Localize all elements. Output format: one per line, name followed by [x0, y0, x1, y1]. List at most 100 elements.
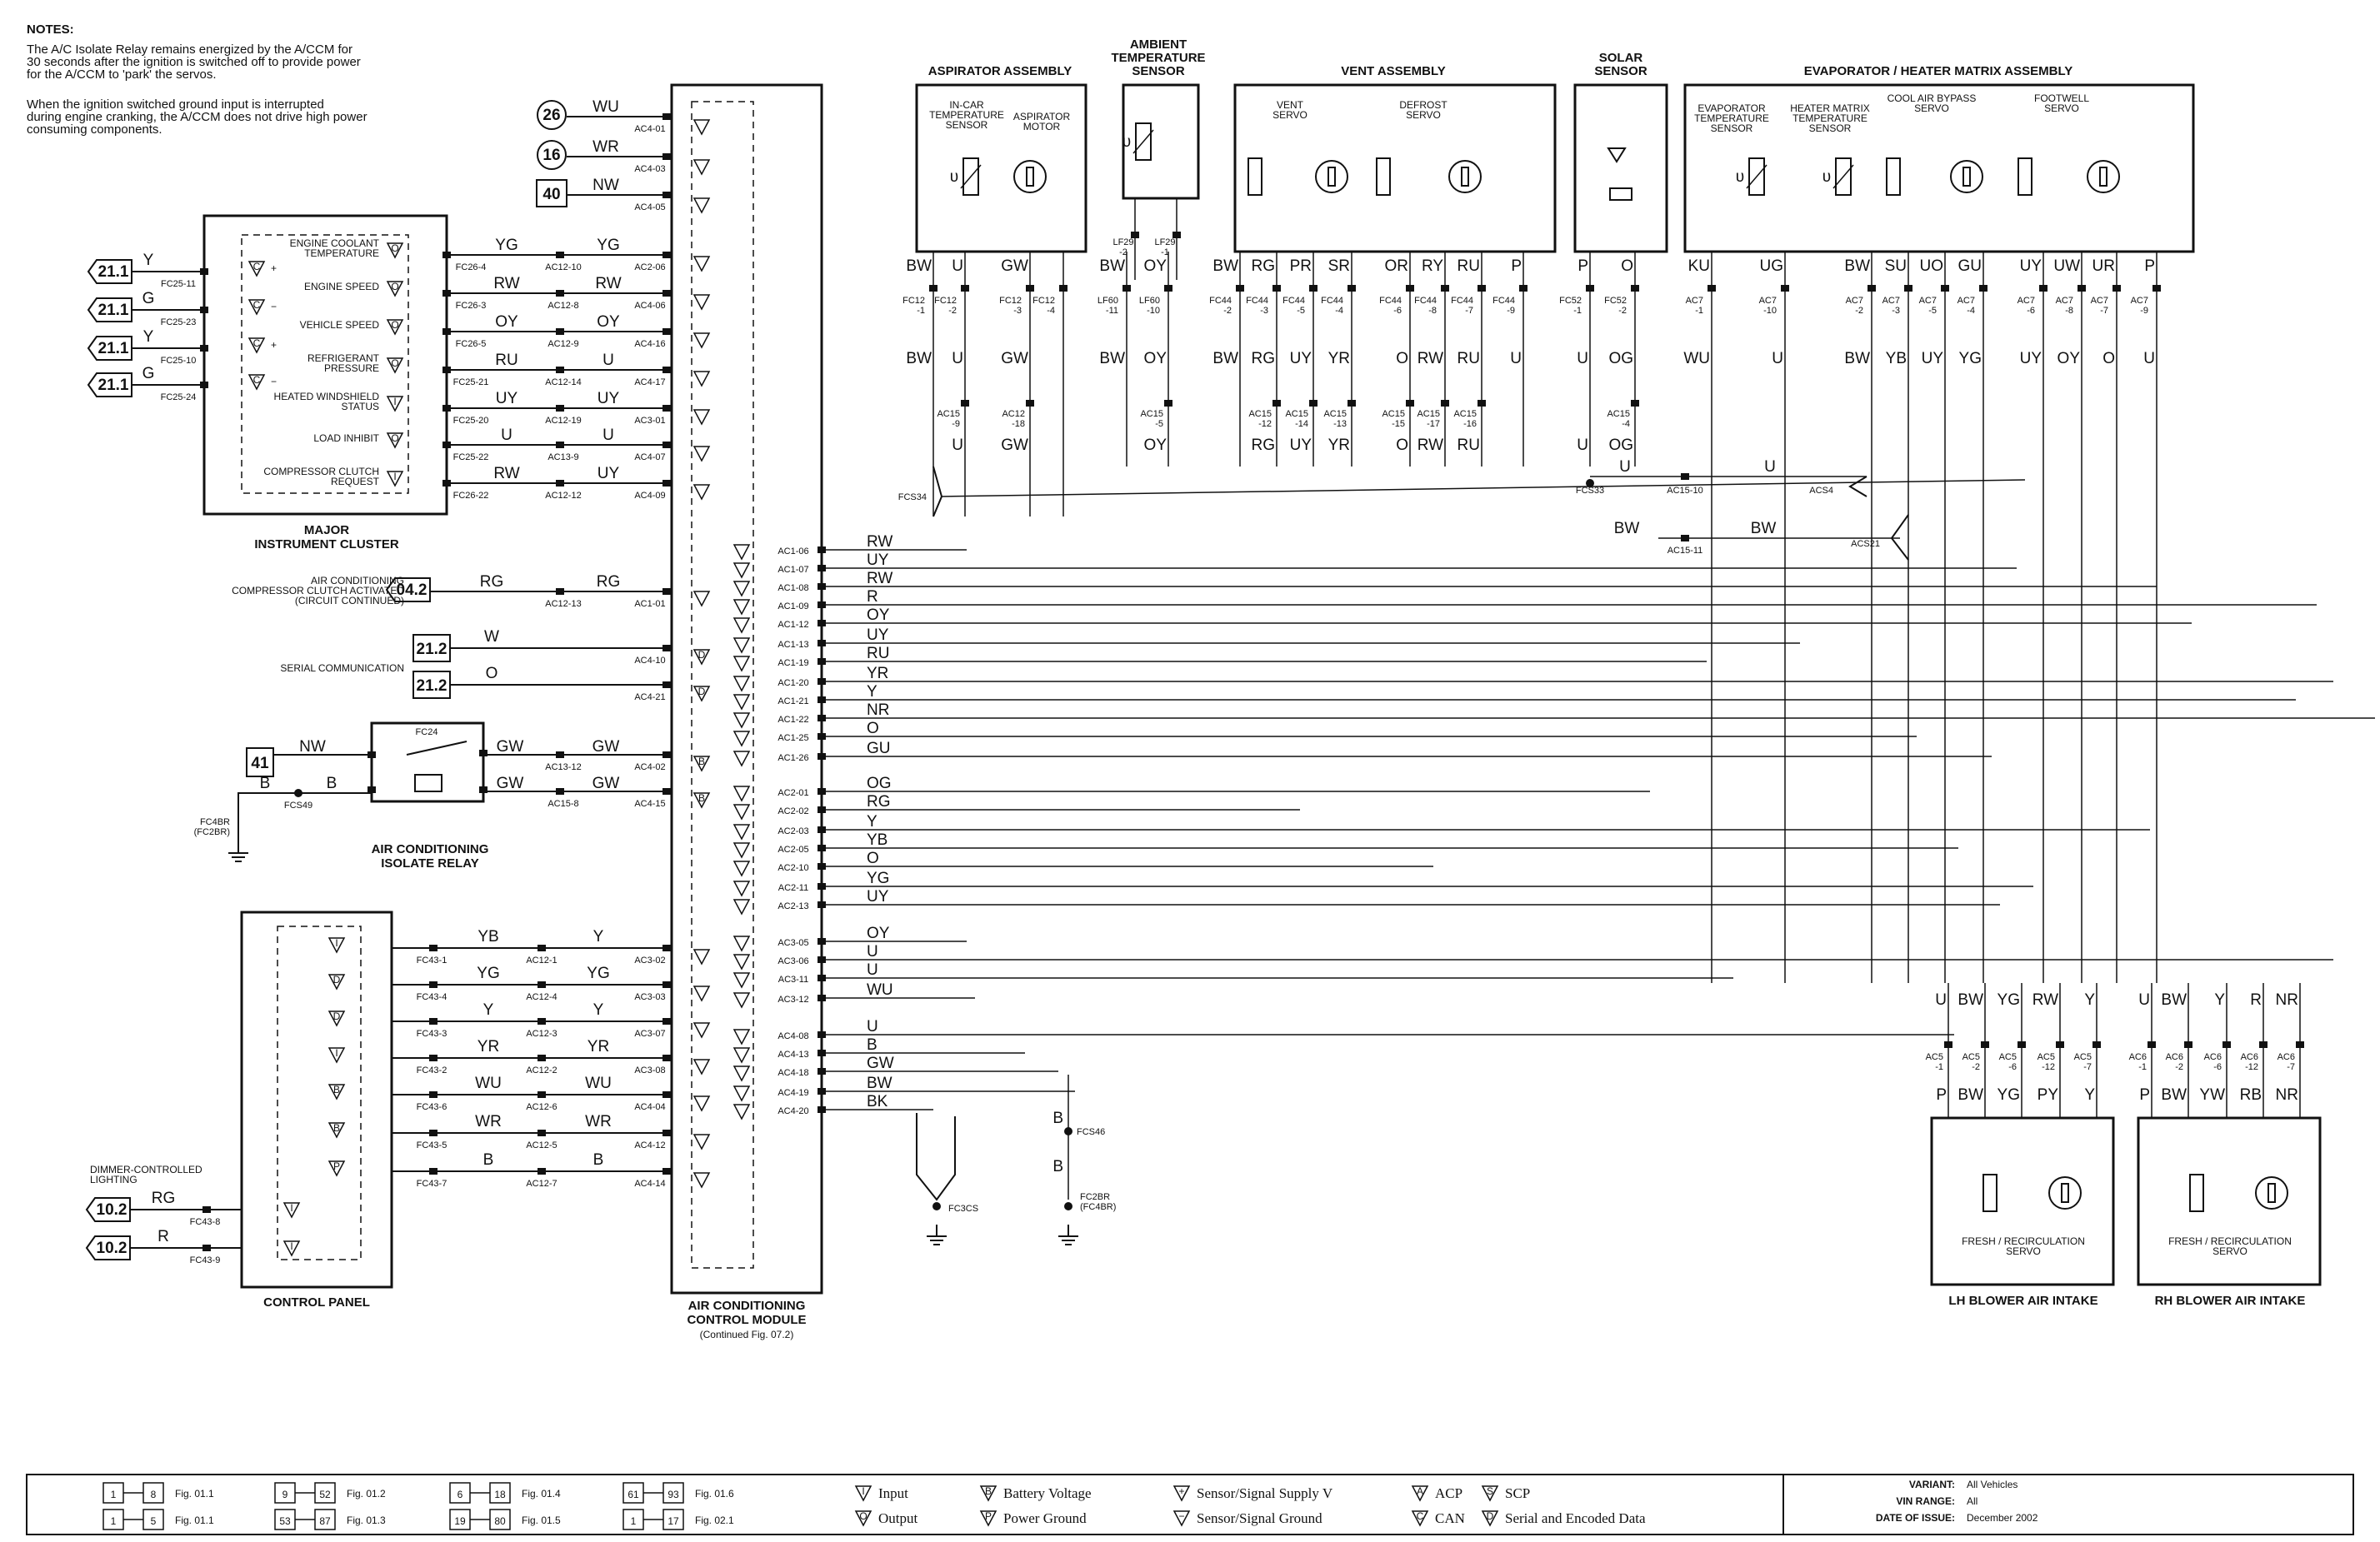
- bus-color: OG: [867, 775, 892, 792]
- panel-color-2: B: [593, 1151, 604, 1169]
- module-right-pin-label: AC1-20: [778, 678, 808, 688]
- relay-b-wire: [238, 792, 372, 841]
- accm-output-tri: [732, 881, 751, 897]
- accm-output-tri: [732, 786, 751, 802]
- legend-fig-b: 93: [668, 1489, 679, 1500]
- accm-input-tri: [692, 986, 711, 1002]
- drop-mid-pin: [1164, 400, 1172, 407]
- drop-pin: [1026, 285, 1034, 292]
- accm-pin: [662, 1168, 671, 1175]
- drop-ac-label: AC15: [1285, 409, 1308, 419]
- blower-bottom-color: Y: [2084, 1086, 2095, 1104]
- panel-ac12-label: AC12-3: [526, 1029, 557, 1039]
- drop-top-color: UW: [2053, 257, 2080, 275]
- accm-title: AIR CONDITIONING: [688, 1299, 806, 1313]
- legend-fig-b: 52: [319, 1489, 331, 1500]
- cluster-fc-label: FC26-5: [456, 339, 487, 349]
- legend-symbol-tri: [1172, 1485, 1191, 1502]
- blower-servo-label: SERVO: [2006, 1245, 2041, 1257]
- drop-fc-label: FC44: [1246, 296, 1268, 306]
- relay-gw1: GW: [497, 738, 524, 756]
- cluster-mid-pin: [556, 405, 564, 412]
- ambient-title: AMBIENT: [1130, 37, 1187, 52]
- module-right-pin-label: AC2-05: [778, 845, 808, 855]
- drop-fc-label: AC7: [1759, 296, 1777, 306]
- legend-fig-ref: Fig. 01.5: [522, 1515, 561, 1526]
- drop-pin: [2112, 285, 2121, 292]
- blower-pin: [2092, 1041, 2101, 1048]
- serial-pin: [662, 681, 671, 688]
- drop-top-color: RU: [1458, 257, 1480, 275]
- cluster-color-1: RU: [495, 352, 518, 369]
- cluster-signal-name: TEMPERATURE: [304, 247, 379, 259]
- module-right-pin-label: AC2-13: [778, 901, 808, 911]
- ambient-pin-label: LF29: [1112, 237, 1133, 247]
- legend-fig-b: 18: [494, 1489, 506, 1500]
- evaporator-assembly-box: [1683, 83, 2195, 253]
- cluster-signal-name: REQUEST: [331, 476, 380, 487]
- panel-mid-pin: [538, 945, 546, 951]
- drop-color-2: GW: [1001, 437, 1028, 454]
- panel-signal-tri: [328, 1011, 346, 1027]
- drop-fc-label: -11: [1106, 306, 1118, 316]
- drop-pin: [1272, 285, 1281, 292]
- ambient-sensor-icon-diagonal: [1132, 129, 1154, 154]
- cluster-color-2: RW: [595, 275, 621, 292]
- accm-pin: [662, 751, 671, 758]
- panel-mid-pin: [538, 1091, 546, 1098]
- cluster-ac-label: AC4-06: [634, 301, 665, 311]
- defrost-servo-pot: [1376, 157, 1391, 196]
- legend-fig-a: 6: [458, 1489, 463, 1500]
- fc2br-label: (FC4BR): [1080, 1202, 1116, 1212]
- legend-symbol-tri: [1481, 1510, 1499, 1527]
- drop-color-1: UY: [1922, 350, 1944, 367]
- legend-fig-b: 5: [151, 1515, 157, 1527]
- drop-color-1: GW: [1001, 350, 1028, 367]
- bus-color: O: [867, 720, 879, 737]
- accm-input-tri: [692, 294, 711, 311]
- module-right-pin-label: AC1-09: [778, 601, 808, 611]
- panel-dimmer-tri: [282, 1202, 301, 1219]
- cluster-color-1: RW: [493, 465, 519, 482]
- serial-ref: 21.2: [417, 677, 448, 695]
- relay-mid-pin: [556, 751, 564, 758]
- solar-resistor: [1609, 187, 1632, 201]
- module-right-pin-label: AC4-18: [778, 1068, 808, 1078]
- bus-color: RU: [867, 645, 889, 662]
- cluster-ac-label: AC4-09: [634, 491, 665, 501]
- panel-color-1: B: [483, 1151, 494, 1169]
- drop-fc-label: AC7: [2131, 296, 2148, 306]
- serial-pin-label: AC4-21: [634, 692, 665, 702]
- in-car-label: TEMPERATURE: [929, 109, 1004, 121]
- ac1511-pin: [1681, 535, 1689, 541]
- bus-color: OY: [867, 925, 890, 942]
- notes-line: during engine cranking, the A/CCM does n…: [27, 110, 368, 124]
- cluster-can-tri-symbol: C: [253, 337, 261, 349]
- drop-fc-label: -1: [917, 306, 925, 316]
- cluster-signal-name: HEATED WINDSHIELD: [274, 391, 380, 402]
- legend-fig-ref: Fig. 01.1: [175, 1488, 214, 1500]
- module-right-pin-label: AC1-21: [778, 696, 808, 706]
- drop-pin: [1348, 285, 1356, 292]
- cluster-color-2: OY: [597, 313, 620, 331]
- panel-ac12-label: AC12-4: [526, 992, 557, 1002]
- cluster-signal-tri: [386, 242, 404, 259]
- cluster-color-2: YG: [597, 237, 619, 254]
- blower-bottom-color: YW: [2199, 1086, 2225, 1104]
- drop-color-1: YB: [1886, 350, 1907, 367]
- legend-symbol-label: Serial and Encoded Data: [1505, 1510, 1646, 1526]
- cool-bypass-motor: [1950, 160, 1983, 193]
- drop-color-1: YR: [1328, 350, 1350, 367]
- drop-top-color: P: [1511, 257, 1522, 275]
- bus-color: WU: [867, 981, 893, 999]
- cluster-can-tri-symbol: C: [253, 374, 261, 386]
- ambient-pin-label: -2: [1119, 247, 1128, 257]
- legend-symbol-tri-symbol: C: [1417, 1510, 1424, 1522]
- relay-gw2b: GW: [592, 775, 620, 792]
- accm-output-tri: [732, 1085, 751, 1102]
- module-right-pin-label: AC1-25: [778, 733, 808, 743]
- solar-title: SOLAR: [1599, 51, 1643, 65]
- blower-pin-label: -6: [2008, 1062, 2017, 1072]
- drop-fc-label: -2: [1855, 306, 1863, 316]
- panel-signal-tri-symbol: I: [335, 937, 338, 949]
